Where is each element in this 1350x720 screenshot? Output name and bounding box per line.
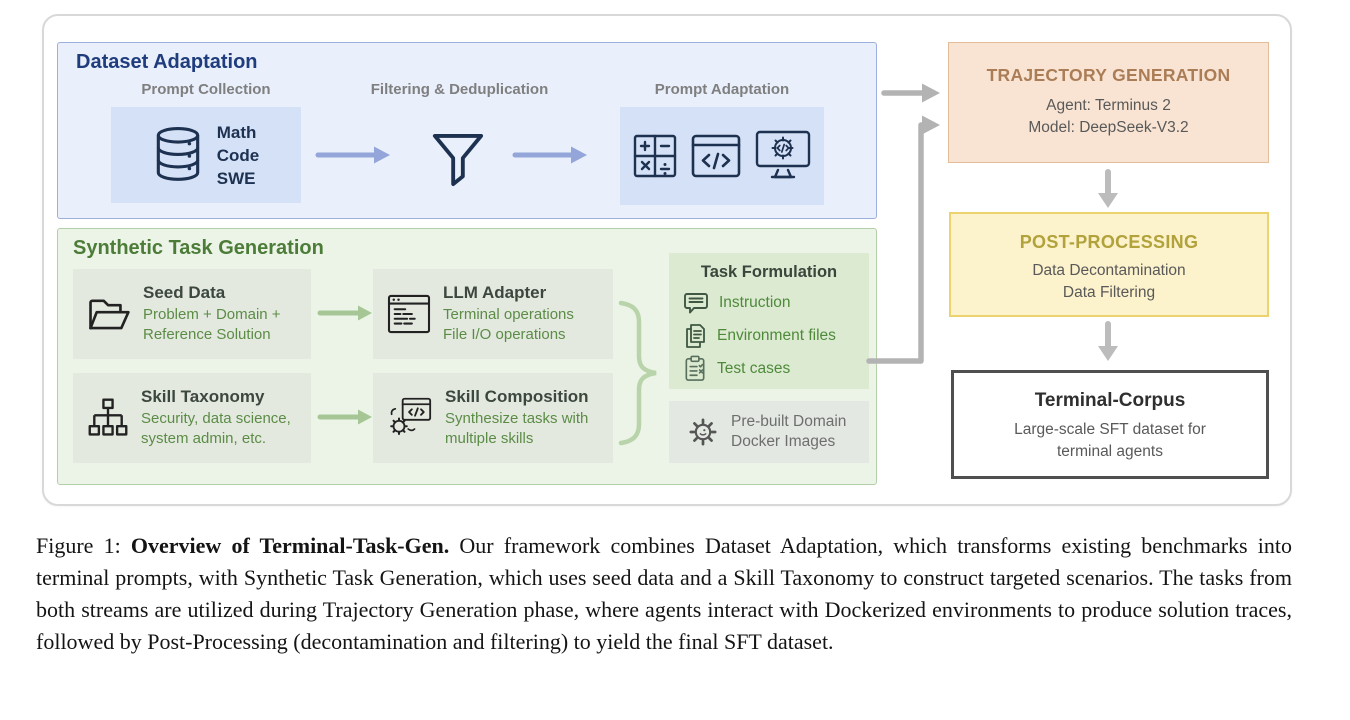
task-item-instruction: Instruction bbox=[683, 291, 791, 315]
task-item-label: Test cases bbox=[717, 359, 791, 377]
seed-data-title: Seed Data bbox=[143, 283, 226, 302]
code-window-icon bbox=[691, 134, 741, 178]
terminal-window-icon bbox=[387, 294, 431, 334]
prompt-collection-label: Prompt Collection bbox=[141, 81, 271, 98]
prompt-adaptation-label: Prompt Adaptation bbox=[654, 81, 790, 98]
caption-bold-title: Overview of Terminal-Task-Gen. bbox=[130, 533, 450, 558]
documents-icon bbox=[683, 323, 707, 349]
llm-adapter-line1: Terminal operations bbox=[443, 306, 574, 323]
terminal-corpus-line1: Large-scale SFT dataset for bbox=[1014, 421, 1206, 438]
prompt-adaptation-card bbox=[620, 107, 824, 205]
dataset-adaptation-title: Dataset Adaptation bbox=[76, 51, 258, 73]
db-item-swe: SWE bbox=[216, 168, 256, 188]
task-formulation-title: Task Formulation bbox=[700, 263, 838, 281]
post-processing-box: POST-PROCESSING Data Decontamination Dat… bbox=[949, 212, 1269, 317]
skill-taxonomy-line2: system admin, etc. bbox=[141, 430, 267, 447]
figure-caption: Figure 1: Overview of Terminal-Task-Gen.… bbox=[36, 530, 1292, 658]
trajectory-agent-line: Agent: Terminus 2 bbox=[1046, 97, 1171, 114]
terminal-corpus-title: Terminal-Corpus bbox=[1034, 390, 1186, 411]
db-item-code: Code bbox=[216, 145, 260, 165]
synthetic-task-generation-title: Synthetic Task Generation bbox=[73, 237, 324, 259]
caption-body: Our framework combines Dataset Adaptatio… bbox=[36, 533, 1292, 654]
skill-taxonomy-line1: Security, data science, bbox=[141, 410, 291, 427]
hierarchy-icon bbox=[87, 397, 129, 439]
post-processing-title: POST-PROCESSING bbox=[1019, 232, 1199, 252]
post-processing-line2: Data Filtering bbox=[1062, 284, 1156, 301]
caption-prefix: Figure 1: bbox=[36, 533, 131, 558]
database-icon bbox=[153, 126, 203, 184]
llm-adapter-title: LLM Adapter bbox=[443, 283, 547, 302]
docker-line1: Pre-built Domain bbox=[731, 413, 847, 430]
seed-data-line1: Problem + Domain + bbox=[143, 306, 281, 323]
trajectory-model-line: Model: DeepSeek-V3.2 bbox=[1028, 119, 1189, 136]
speech-bubble-icon bbox=[683, 291, 709, 315]
trajectory-generation-box: TRAJECTORY GENERATION Agent: Terminus 2 … bbox=[948, 42, 1269, 163]
task-formulation-box: Task Formulation Instruction bbox=[669, 253, 869, 389]
monitor-gear-icon bbox=[754, 129, 812, 183]
skill-composition-card: Skill Composition Synthesize tasks with … bbox=[373, 373, 613, 463]
llm-adapter-line2: File I/O operations bbox=[443, 326, 566, 343]
synthetic-task-generation-section: Synthetic Task Generation Seed Data Prob… bbox=[57, 228, 877, 485]
task-item-label: Environment files bbox=[717, 327, 836, 344]
llm-adapter-card: LLM Adapter Terminal operations File I/O… bbox=[373, 269, 613, 359]
skill-composition-line1: Synthesize tasks with bbox=[445, 410, 589, 427]
skill-composition-line2: multiple skills bbox=[445, 430, 534, 447]
skill-composition-title: Skill Composition bbox=[445, 387, 589, 406]
task-item-test-cases: Test cases bbox=[683, 355, 790, 382]
dataset-adaptation-section: Dataset Adaptation Prompt Collection Fil… bbox=[57, 42, 877, 219]
task-item-environment-files: Environment files bbox=[683, 323, 836, 349]
prompt-collection-card: Math Code SWE bbox=[111, 107, 301, 203]
calculator-icon bbox=[632, 133, 678, 179]
filtering-deduplication-label: Filtering & Deduplication bbox=[370, 81, 549, 98]
docker-images-box: Pre-built Domain Docker Images bbox=[669, 401, 869, 463]
trajectory-generation-title: TRAJECTORY GENERATION bbox=[986, 65, 1231, 85]
terminal-corpus-box: Terminal-Corpus Large-scale SFT dataset … bbox=[951, 370, 1269, 479]
terminal-corpus-line2: terminal agents bbox=[1057, 443, 1163, 460]
docker-line2: Docker Images bbox=[731, 433, 836, 450]
folder-icon bbox=[87, 295, 131, 333]
task-item-label: Instruction bbox=[719, 294, 791, 311]
gear-code-icon bbox=[387, 396, 433, 440]
seed-data-card: Seed Data Problem + Domain + Reference S… bbox=[73, 269, 311, 359]
db-item-math: Math bbox=[216, 122, 257, 142]
skill-taxonomy-card: Skill Taxonomy Security, data science, s… bbox=[73, 373, 311, 463]
skill-taxonomy-title: Skill Taxonomy bbox=[141, 387, 265, 406]
benchmark-source-list: Math Code SWE bbox=[217, 121, 260, 190]
clipboard-checklist-icon bbox=[683, 355, 707, 382]
funnel-icon bbox=[431, 131, 485, 189]
post-processing-line1: Data Decontamination bbox=[1032, 262, 1186, 279]
gear-icon bbox=[685, 414, 721, 450]
seed-data-line2: Reference Solution bbox=[143, 326, 271, 343]
